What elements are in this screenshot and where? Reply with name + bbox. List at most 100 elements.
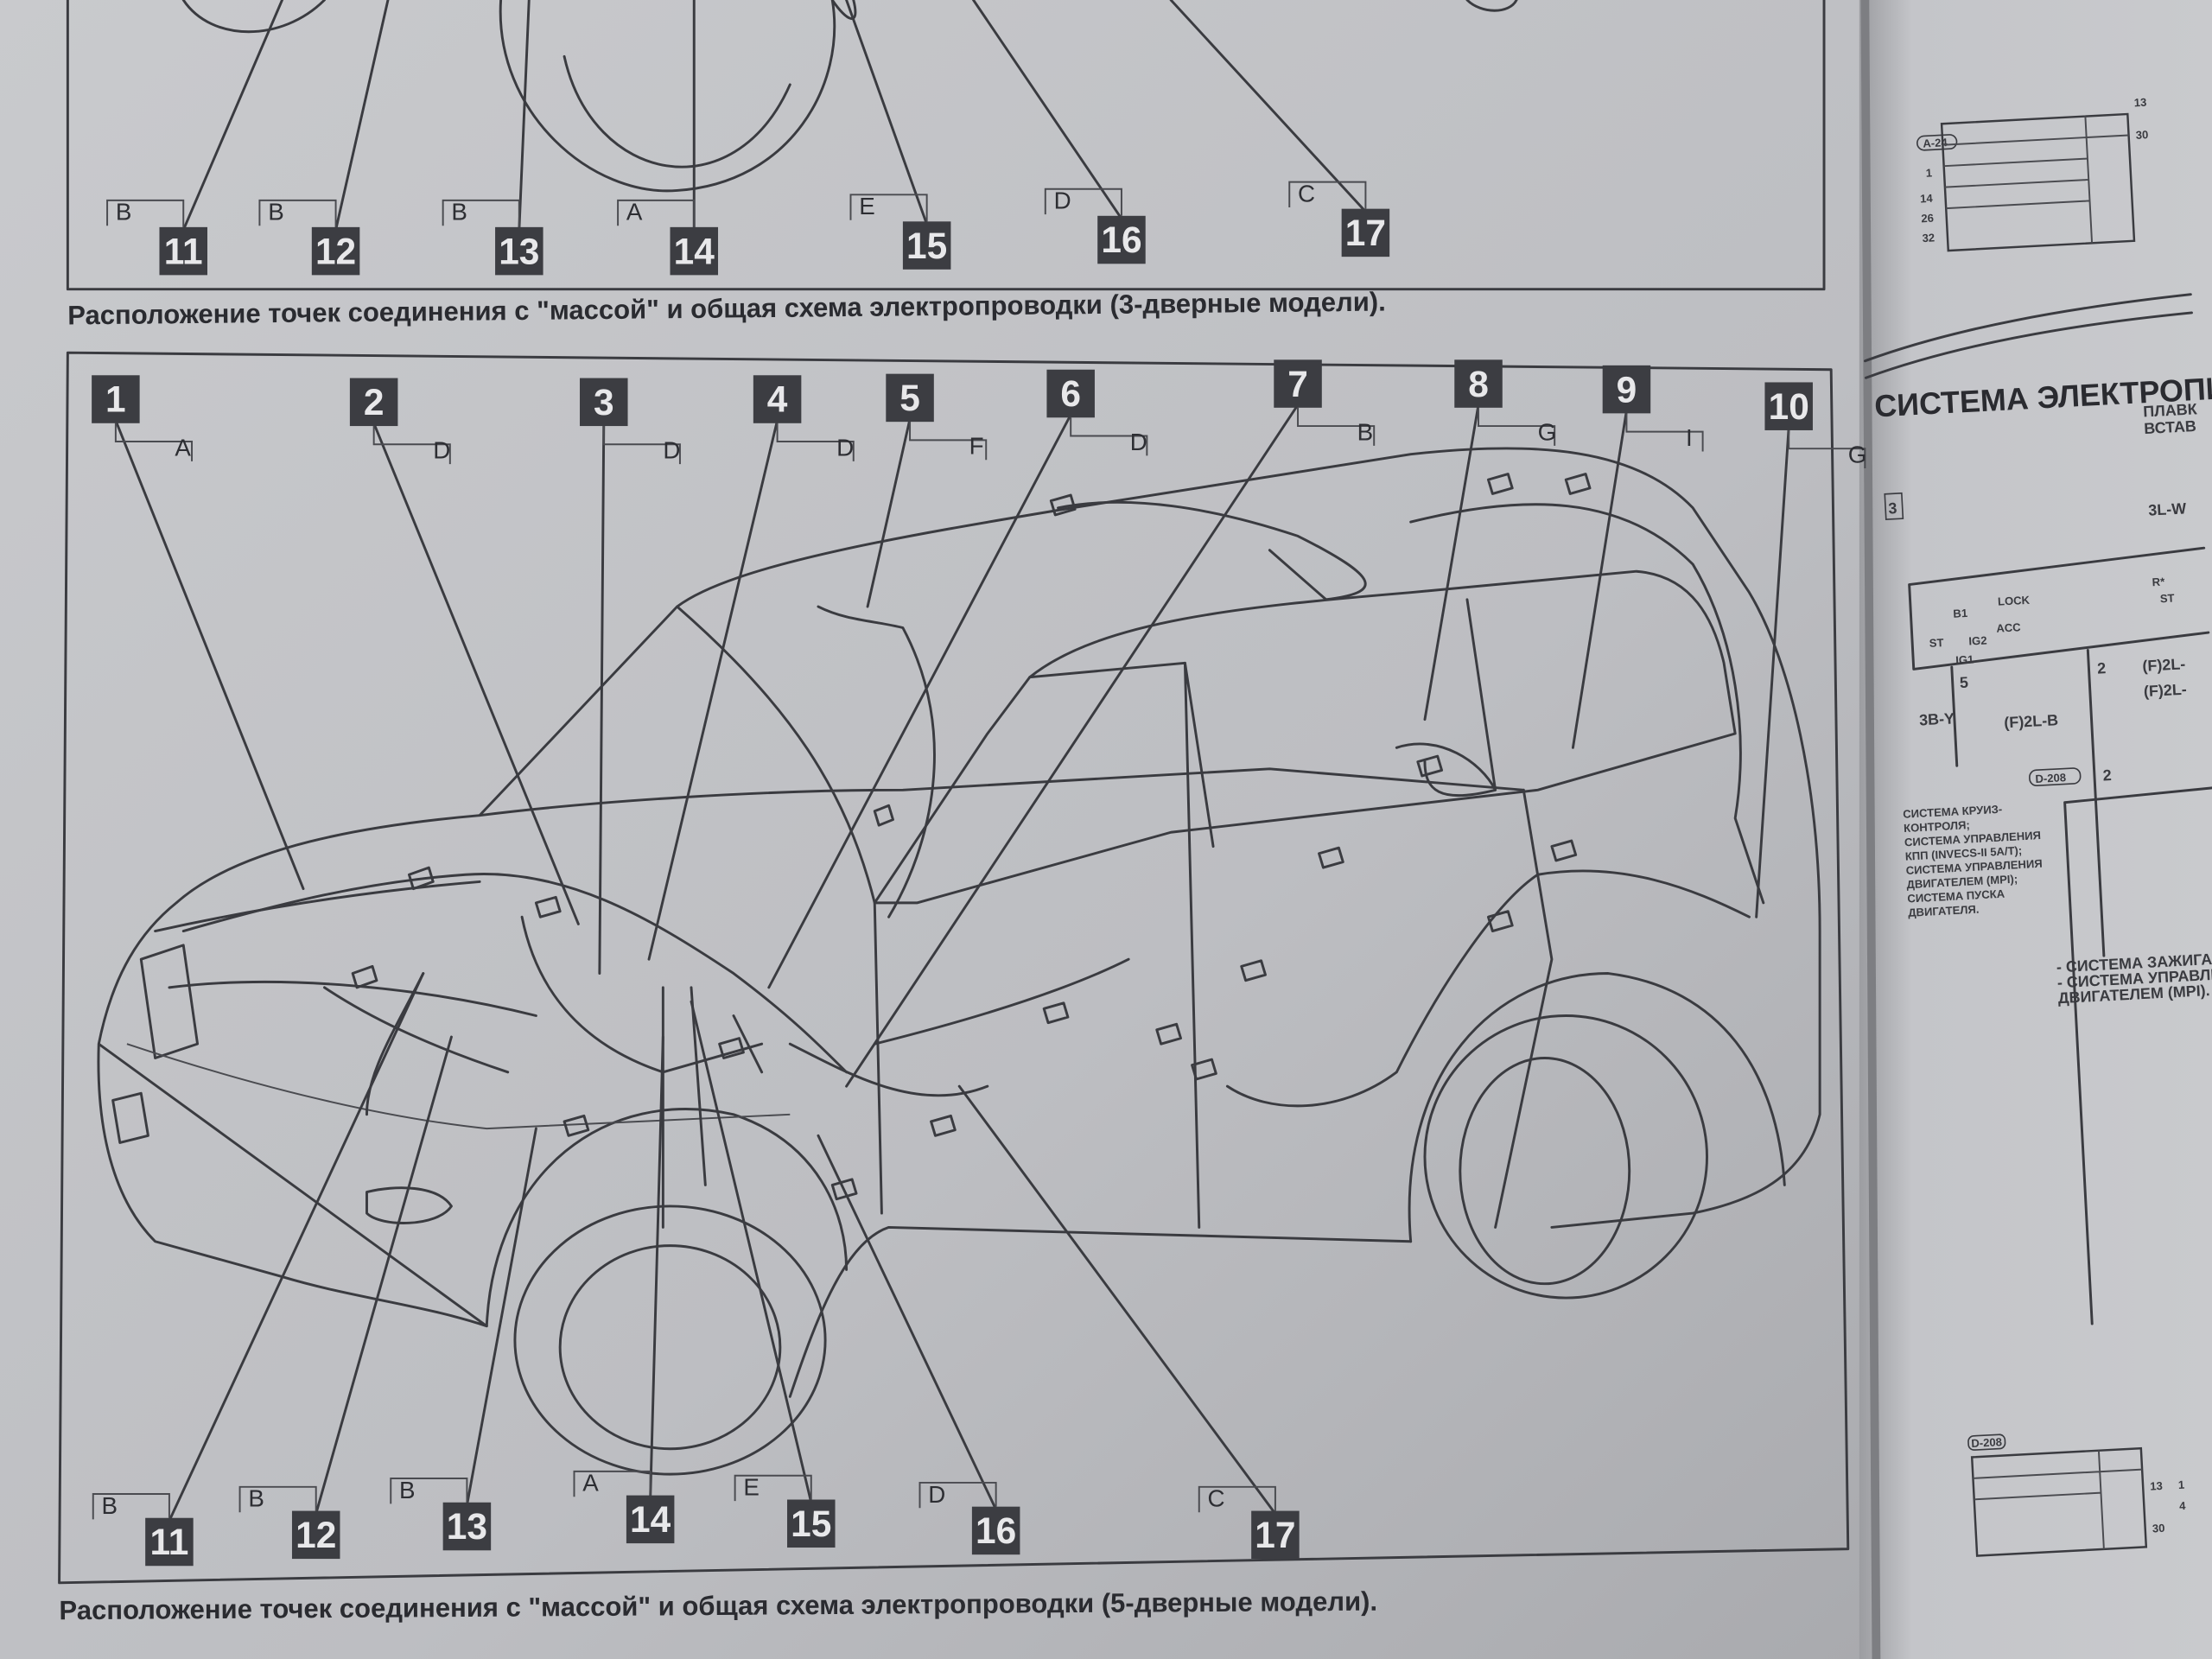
callout-number-box bbox=[159, 226, 207, 276]
callout-3: 3D bbox=[580, 378, 681, 975]
callout-11: 11B bbox=[106, 0, 283, 276]
callout-number-box bbox=[442, 1502, 492, 1551]
callout-number-box bbox=[1454, 359, 1503, 408]
pin-label: 14 bbox=[1920, 192, 1934, 206]
fuse-label: ПЛАВК bbox=[2143, 400, 2197, 420]
leader-line bbox=[181, 0, 283, 232]
leader-line bbox=[1755, 426, 1790, 918]
callout-number: 14 bbox=[674, 231, 715, 271]
callout-number-box bbox=[1341, 208, 1390, 257]
callout-number: 8 bbox=[1468, 364, 1489, 404]
connector-code: A-24 bbox=[1923, 136, 1948, 149]
callout-number: 13 bbox=[499, 231, 539, 271]
fuse-label: ВСТАВ bbox=[2144, 417, 2197, 437]
callout-number: 10 bbox=[1769, 386, 1809, 427]
pin-label: 2 bbox=[2102, 766, 2112, 784]
section-number: 3 bbox=[1888, 499, 1897, 517]
wire-code: (F)2L-B bbox=[2004, 711, 2059, 731]
ground-point-letter: D bbox=[928, 1481, 945, 1508]
leader-line bbox=[1571, 409, 1628, 749]
letter-bracket bbox=[909, 422, 988, 461]
ground-point-letter: E bbox=[743, 1474, 760, 1501]
callout-number: 12 bbox=[315, 231, 356, 271]
ground-point-letter: G bbox=[1538, 418, 1557, 445]
callout-number-box bbox=[580, 378, 628, 427]
callout-number: 9 bbox=[1617, 369, 1637, 410]
pin-label: 13 bbox=[2150, 1479, 2163, 1493]
wiring-harness bbox=[181, 473, 1765, 1229]
switch-label: R* bbox=[2152, 575, 2165, 588]
callout-13: 13B bbox=[390, 1127, 537, 1551]
letter-bracket bbox=[258, 199, 337, 227]
pin-label: 4 bbox=[2179, 1499, 2187, 1512]
letter-bracket bbox=[1625, 413, 1704, 452]
note-line: КПП (INVECS-II 5A/T); bbox=[1904, 844, 2022, 863]
letter-bracket bbox=[573, 1470, 652, 1497]
leader-line bbox=[334, 0, 390, 232]
wire-code: 3B-Y bbox=[1919, 709, 1955, 728]
leader-line bbox=[372, 422, 580, 925]
callout-number: 15 bbox=[791, 1503, 831, 1544]
callout-6: 6D bbox=[767, 369, 1148, 989]
callout-number-box bbox=[145, 1517, 194, 1567]
leader-line bbox=[315, 1035, 453, 1516]
connector-code: D-208 bbox=[1971, 1435, 2002, 1450]
callout-number: 5 bbox=[899, 378, 920, 418]
callout-number-box bbox=[787, 1499, 836, 1548]
callout-number-box bbox=[670, 226, 719, 276]
leader-line bbox=[1169, 0, 1367, 213]
switch-label: ST bbox=[2159, 591, 2174, 605]
letter-bracket bbox=[390, 1478, 468, 1504]
ground-point-letter: G bbox=[1848, 442, 1867, 468]
letter-bracket bbox=[918, 1481, 997, 1509]
leader-line bbox=[866, 417, 912, 608]
callout-4: 4D bbox=[647, 375, 855, 961]
callout-number-box bbox=[902, 221, 951, 270]
callout-17: 17C bbox=[957, 1084, 1300, 1560]
ground-point-letter: A bbox=[626, 199, 643, 226]
left-page bbox=[0, 0, 1877, 1659]
connector-a24-diagram: A-24 1 14 26 32 13 30 bbox=[1916, 96, 2149, 252]
callout-number-box bbox=[753, 375, 802, 423]
car-outline bbox=[97, 447, 1821, 1476]
bottom-note: - СИСТЕМА ЗАЖИГАН- СИСТЕМА УПРАВЛЕДВИГАТ… bbox=[2056, 950, 2212, 1007]
note-line: ДВИГАТЕЛЯ. bbox=[1908, 903, 1980, 919]
ground-point-letter: B bbox=[399, 1477, 416, 1503]
ground-point-letter: D bbox=[1130, 429, 1147, 455]
callout-number-box bbox=[92, 375, 140, 423]
letter-bracket bbox=[734, 1474, 812, 1502]
wire-code: (F)2L- bbox=[2142, 655, 2186, 675]
ground-point-letter: B bbox=[451, 199, 467, 226]
callout-number: 16 bbox=[976, 1510, 1016, 1551]
letter-bracket bbox=[106, 199, 185, 227]
leader-line bbox=[1423, 404, 1480, 721]
left-note: СИСТЕМА КРУИЗ-КОНТРОЛЯ;СИСТЕМА УПРАВЛЕНИ… bbox=[1903, 803, 2043, 919]
letter-bracket bbox=[1198, 1485, 1276, 1513]
callout-number-box bbox=[626, 1495, 675, 1544]
letter-bracket bbox=[617, 199, 696, 227]
main-diagram-frame bbox=[58, 351, 1850, 1585]
ground-point-letter: D bbox=[1054, 188, 1071, 214]
letter-bracket bbox=[1288, 181, 1367, 209]
letter-bracket bbox=[372, 426, 451, 465]
letter-bracket bbox=[849, 194, 928, 222]
ground-point-letter: D bbox=[433, 437, 450, 464]
callout-number-box bbox=[1764, 382, 1813, 430]
leader-line bbox=[649, 1035, 664, 1500]
leader-line bbox=[518, 0, 531, 232]
callout-10: 10G bbox=[1755, 382, 1867, 918]
callout-2: 2D bbox=[349, 378, 580, 925]
callout-number: 17 bbox=[1345, 213, 1386, 253]
letter-bracket bbox=[1478, 407, 1556, 446]
callout-number: 7 bbox=[1287, 364, 1308, 404]
pin-label: 13 bbox=[2133, 96, 2146, 110]
note-line: КОНТРОЛЯ; bbox=[1904, 818, 1970, 835]
callout-14: 14A bbox=[573, 1035, 675, 1544]
callout-12: 12B bbox=[258, 0, 390, 276]
pin-label: 30 bbox=[2135, 128, 2148, 142]
letter-bracket bbox=[92, 1493, 170, 1520]
callout-16: 16D bbox=[972, 0, 1146, 264]
callout-13: 13 B bbox=[442, 0, 543, 276]
leader-line bbox=[647, 419, 779, 961]
